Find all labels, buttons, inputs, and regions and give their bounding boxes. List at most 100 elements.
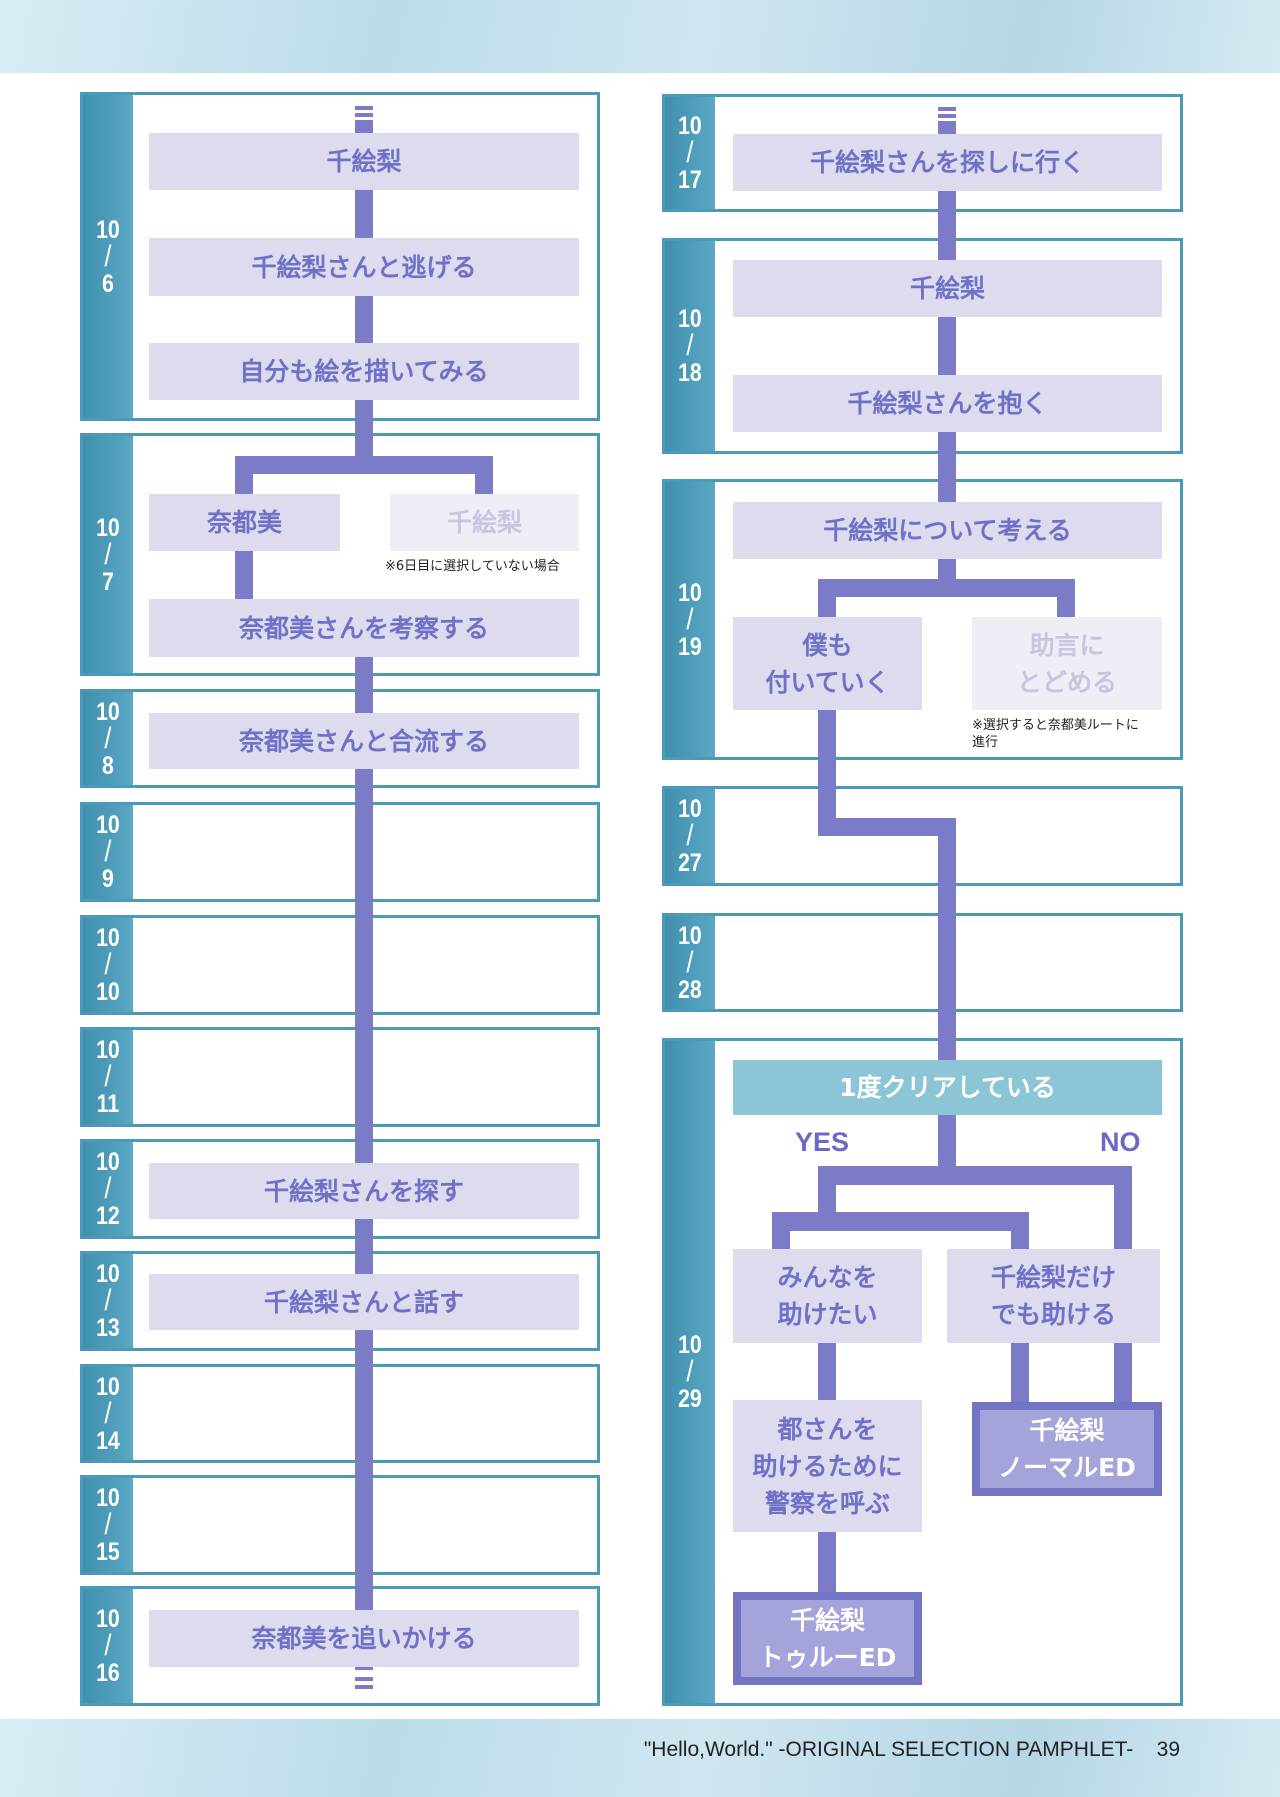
choice-node: 千絵梨さんを抱く (733, 375, 1162, 432)
day: 29 (678, 1385, 702, 1413)
date-strip: 10/7 (83, 436, 133, 673)
month: 10 (96, 1484, 120, 1512)
date-label: 10/27 (678, 796, 702, 876)
day: 27 (678, 849, 702, 877)
slash: / (104, 537, 112, 571)
choice-node: 僕も 付いていく (733, 617, 922, 710)
connector (772, 1212, 1029, 1231)
date-label: 10/16 (96, 1606, 120, 1686)
date-strip: 10/6 (83, 95, 133, 418)
date-strip: 10/18 (665, 241, 715, 451)
choice-node: 都さんを 助けるために 警察を呼ぶ (733, 1400, 922, 1532)
connector (818, 579, 1075, 597)
condition-note: ※6日目に選択していない場合 (385, 559, 560, 574)
no-label: NO (1100, 1127, 1141, 1157)
continuation-marker (355, 113, 373, 117)
connector (818, 818, 956, 836)
slash: / (686, 329, 694, 362)
condition-node: 1度クリアしている (733, 1060, 1162, 1115)
day: 10 (96, 978, 120, 1006)
date-label: 10/9 (96, 812, 120, 892)
month: 10 (678, 578, 702, 607)
day: 16 (96, 1659, 120, 1687)
slash: / (104, 1172, 112, 1205)
date-label: 10/7 (96, 515, 120, 595)
connector (818, 1340, 836, 1402)
connector (818, 1530, 836, 1594)
page-number: 39 (1156, 1738, 1180, 1761)
slash: / (104, 1060, 112, 1093)
day-row-10-27: 10/27 (662, 786, 1183, 886)
date-label: 10/11 (96, 1037, 120, 1117)
slash: / (104, 1508, 112, 1541)
day: 18 (678, 359, 702, 387)
month: 10 (678, 921, 702, 950)
date-label: 10/10 (96, 925, 120, 1005)
condition-note: ※選択すると奈都美ルートに 進行 (972, 718, 1139, 750)
ending-true: 千絵梨 トゥルーED (733, 1592, 922, 1685)
day: 9 (102, 865, 114, 893)
slash: / (104, 1396, 112, 1430)
date-label: 10/28 (678, 923, 702, 1003)
date-label: 10/17 (678, 113, 702, 193)
month: 10 (96, 697, 120, 726)
slash: / (686, 136, 694, 169)
date-label: 10/19 (678, 580, 702, 660)
day: 11 (96, 1090, 120, 1118)
date-label: 10/12 (96, 1149, 120, 1229)
footer: "Hello,World." -ORIGINAL SELECTION PAMPH… (0, 1738, 1180, 1762)
day-row-10-15: 10/15 (80, 1475, 600, 1575)
connector (1011, 1340, 1029, 1404)
date-label: 10/8 (96, 699, 120, 779)
month: 10 (678, 795, 702, 823)
slash: / (686, 602, 694, 636)
connector (355, 650, 373, 1670)
slash: / (104, 239, 112, 273)
connector (475, 456, 493, 496)
day: 14 (96, 1426, 120, 1455)
date-strip: 10/12 (83, 1142, 133, 1236)
day-row-10-10: 10/10 (80, 915, 600, 1015)
day-row-10-11: 10/11 (80, 1027, 600, 1127)
date-strip: 10/11 (83, 1030, 133, 1124)
choice-node: 千絵梨さんと話す (149, 1274, 579, 1330)
choice-node: 奈都美を追いかける (149, 1610, 579, 1667)
day: 17 (678, 166, 702, 194)
slash: / (104, 1284, 112, 1317)
month: 10 (96, 924, 120, 952)
continuation-marker (355, 1685, 373, 1689)
continuation-marker (938, 107, 956, 111)
day: 15 (96, 1538, 120, 1566)
month: 10 (96, 1148, 120, 1176)
day: 13 (96, 1314, 120, 1342)
day: 12 (96, 1202, 120, 1230)
date-strip: 10/15 (83, 1478, 133, 1572)
month: 10 (96, 215, 120, 244)
connector (938, 121, 956, 591)
choice-node: 千絵梨さんと逃げる (149, 238, 579, 296)
connector (938, 818, 956, 1185)
month: 10 (96, 1372, 120, 1401)
footer-band (0, 1719, 1280, 1797)
footer-title: "Hello,World." -ORIGINAL SELECTION PAMPH… (643, 1738, 1134, 1761)
date-label: 10/6 (96, 217, 120, 297)
continuation-marker (355, 1677, 373, 1681)
yes-label: YES (795, 1127, 850, 1157)
choice-node: 奈都美さんと合流する (149, 713, 579, 769)
day: 28 (678, 975, 702, 1004)
month: 10 (96, 1036, 120, 1064)
choice-node: 奈都美さんを考察する (149, 599, 579, 657)
slash: / (686, 819, 694, 852)
continuation-marker (938, 114, 956, 118)
month: 10 (678, 112, 702, 140)
connector (772, 1212, 790, 1252)
connector (235, 456, 493, 474)
day: 19 (678, 632, 702, 661)
header-band (0, 0, 1280, 73)
date-label: 10/15 (96, 1485, 120, 1565)
choice-node: 千絵梨さんを探しに行く (733, 134, 1162, 191)
date-strip: 10/27 (665, 789, 715, 883)
month: 10 (96, 513, 120, 542)
choice-node: 千絵梨だけ でも助ける (947, 1249, 1160, 1343)
date-label: 10/29 (678, 1332, 702, 1412)
